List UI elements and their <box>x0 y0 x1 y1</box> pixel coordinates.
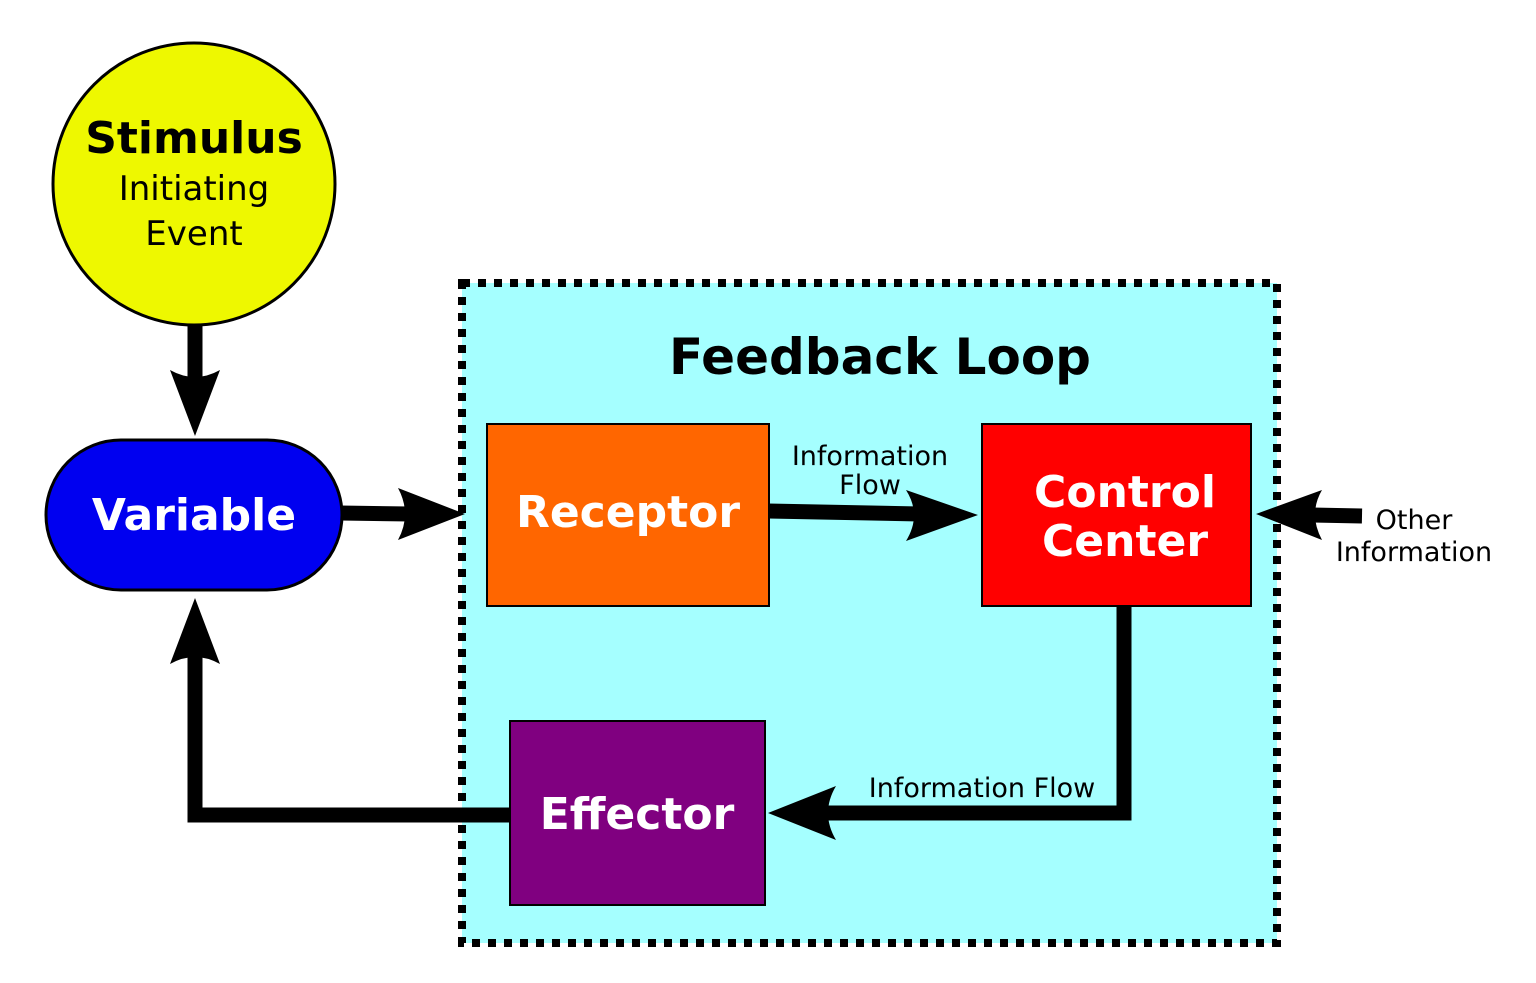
edge-line <box>339 505 411 522</box>
receptor-box <box>486 423 770 607</box>
control-center-label-line2: Center <box>1042 516 1208 567</box>
edge-line <box>820 607 1132 821</box>
node-receptor: Receptor <box>486 423 770 607</box>
variable-pill <box>44 438 344 592</box>
control-center-label-line1: Control <box>1034 467 1216 518</box>
arrowhead-down-icon <box>170 370 220 436</box>
edge-label-information-flow: Information Flow <box>869 773 1096 804</box>
arrowhead-left-icon <box>768 786 836 840</box>
feedback-loop-border <box>458 279 1281 947</box>
arrowhead-right-icon <box>398 488 465 540</box>
effector-box <box>509 720 766 906</box>
edge-control-center-to-effector: Information Flow <box>768 607 1132 840</box>
stimulus-subtitle-line2: Event <box>145 214 242 254</box>
feedback-loop-title: Feedback Loop <box>669 328 1091 386</box>
stimulus-title: Stimulus <box>85 113 303 164</box>
edge-label-flow: Flow <box>839 470 901 501</box>
edge-line <box>767 503 921 522</box>
arrowhead-right-icon <box>906 490 978 541</box>
edge-line <box>187 650 512 823</box>
arrowhead-left-icon <box>1256 490 1322 540</box>
node-variable: Variable <box>44 438 344 592</box>
stimulus-subtitle-line1: Initiating <box>119 169 270 209</box>
edge-line <box>1311 507 1363 524</box>
arrowhead-up-icon <box>170 598 220 664</box>
edge-stimulus-to-variable <box>170 318 220 436</box>
edge-variable-to-receptor <box>339 488 465 540</box>
node-control-center: Control Center <box>981 423 1252 607</box>
node-stimulus: Stimulus Initiating Event <box>51 41 337 327</box>
edge-effector-to-variable <box>170 598 512 823</box>
edge-label-other: Other <box>1376 505 1454 536</box>
edge-label-information: Information <box>792 441 948 472</box>
effector-label: Effector <box>540 789 735 840</box>
stimulus-circle <box>51 41 337 327</box>
edge-other-info-to-control-center: Other Information <box>1256 490 1492 568</box>
variable-label: Variable <box>92 490 296 541</box>
receptor-label: Receptor <box>516 487 740 538</box>
node-effector: Effector <box>509 720 766 906</box>
edge-label-information: Information <box>1336 537 1492 568</box>
control-center-box <box>981 423 1252 607</box>
edge-receptor-to-control-center: Information Flow <box>767 441 978 541</box>
